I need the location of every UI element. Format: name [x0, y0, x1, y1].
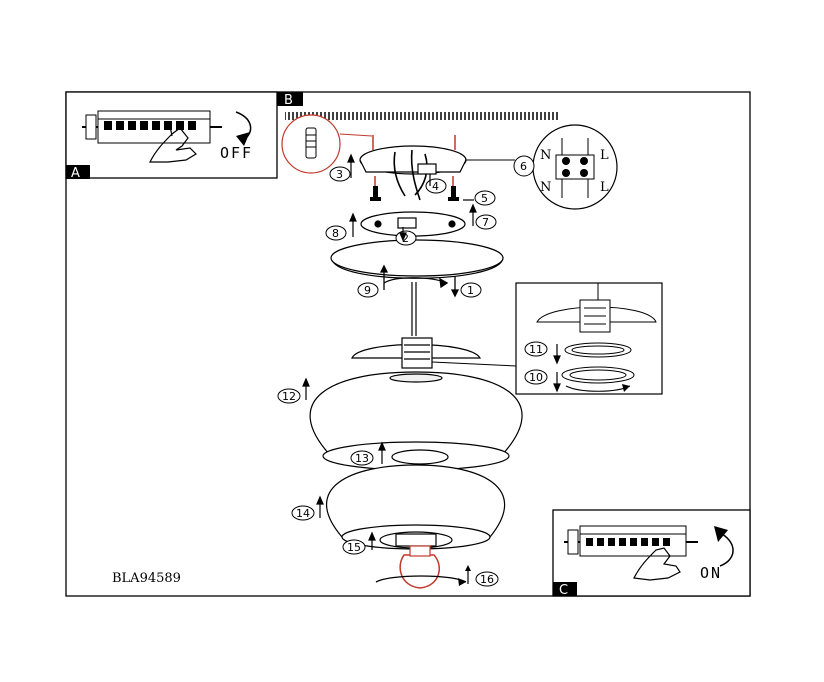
outer-glass-globe — [309, 371, 523, 471]
hand-on-icon — [633, 547, 681, 581]
terminal-n-bottom: N — [540, 180, 551, 195]
ceiling-hatch — [285, 112, 558, 120]
ceiling-screws — [372, 135, 456, 150]
breaker-block-on-icon — [564, 525, 698, 557]
step-arrows — [302, 153, 561, 550]
step-number-8: 8 — [332, 227, 339, 240]
step-number-7: 7 — [482, 216, 489, 229]
hand-icon — [149, 125, 197, 163]
terminal-l-bottom: L — [600, 180, 609, 195]
screw-right — [448, 176, 459, 201]
rotate-up-arrow-icon — [714, 526, 734, 567]
rotate-arrows-icon — [379, 264, 460, 298]
step-number-2: 2 — [402, 232, 409, 245]
panel-b-tag — [277, 92, 303, 106]
step-number-5: 5 — [481, 192, 488, 205]
step-number-1: 1 — [467, 284, 474, 297]
terminal-callout: N L N L — [532, 124, 618, 210]
canopy-plate — [360, 211, 466, 237]
canopy-cover — [330, 239, 504, 279]
off-label: OFF — [220, 144, 253, 162]
inner-glass-globe — [326, 464, 505, 550]
terminal-l-top: L — [600, 148, 609, 163]
mounting-canopy — [359, 145, 515, 201]
rotate-down-arrow-icon — [235, 111, 252, 146]
on-label: ON — [700, 564, 722, 582]
panel-c-tag-text: C — [559, 583, 568, 598]
wall-plug-callout — [281, 114, 373, 174]
screw-left — [370, 176, 381, 201]
step-number-14: 14 — [296, 507, 310, 520]
step-number-9: 9 — [364, 284, 371, 297]
step-badges — [277, 155, 548, 587]
model-code: BLA94589 — [112, 571, 181, 586]
lampholder-shade — [351, 337, 517, 369]
step-number-3: 3 — [336, 168, 343, 181]
breaker-block-icon — [82, 110, 222, 144]
light-bulb-icon — [375, 545, 471, 589]
panel-a-tag-text: A — [71, 166, 80, 181]
outer-frame — [65, 91, 751, 597]
panel-a: A OFF — [65, 91, 278, 181]
step-number-15: 15 — [347, 541, 361, 554]
panel-c: C ON — [552, 509, 751, 598]
step-number-labels: 3 4 5 6 7 8 2 9 1 11 10 12 13 14 15 16 — [282, 160, 543, 586]
step-number-13: 13 — [355, 452, 369, 465]
panel-b-tag-text: B — [284, 93, 293, 108]
step-number-11: 11 — [529, 343, 543, 356]
panel-a-tag — [66, 165, 90, 179]
terminal-n-top: N — [540, 148, 551, 163]
step-number-10: 10 — [529, 371, 543, 384]
step-number-4: 4 — [432, 180, 439, 193]
step-number-16: 16 — [480, 573, 494, 586]
step-number-12: 12 — [282, 390, 296, 403]
panel-c-tag — [553, 582, 577, 596]
step-number-6: 6 — [520, 160, 527, 173]
